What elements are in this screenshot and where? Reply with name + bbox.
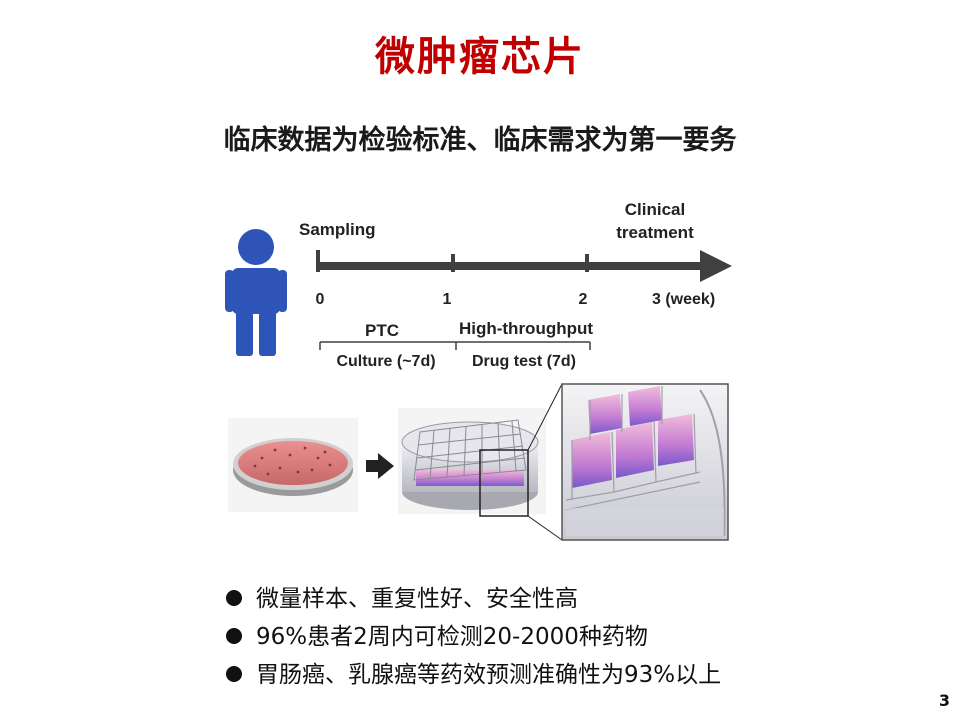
sampling-label: Sampling bbox=[299, 220, 376, 239]
bullet-dot-icon bbox=[226, 590, 242, 606]
drug-test-label: Drug test (7d) bbox=[472, 353, 576, 370]
bullet-dot-icon bbox=[226, 628, 242, 644]
bullet-text: 微量样本、重复性好、安全性高 bbox=[256, 586, 578, 612]
tick-label-2: 2 bbox=[579, 291, 588, 308]
phase-bracket bbox=[319, 341, 591, 350]
bullet-item: 微量样本、重复性好、安全性高 bbox=[226, 582, 721, 620]
page-number: 3 bbox=[938, 691, 950, 710]
bullet-dot-icon bbox=[226, 666, 242, 682]
bullet-list: 微量样本、重复性好、安全性高 96%患者2周内可检测20-2000种药物 胃肠癌… bbox=[226, 582, 721, 696]
petri-dish-image bbox=[228, 418, 358, 512]
tick-label-1: 1 bbox=[443, 291, 452, 308]
microchip-image bbox=[398, 383, 563, 541]
culture-label: Culture (~7d) bbox=[336, 353, 435, 370]
slide-subtitle: 临床数据为检验标准、临床需求为第一要务 bbox=[223, 125, 737, 156]
zoomed-wells-image bbox=[561, 383, 729, 541]
bullet-item: 96%患者2周内可检测20-2000种药物 bbox=[226, 620, 721, 658]
tick-label-0: 0 bbox=[316, 291, 325, 308]
person-icon bbox=[225, 229, 287, 356]
high-throughput-label: High-throughput bbox=[459, 319, 593, 338]
slide-title: 微肿瘤芯片 bbox=[375, 34, 585, 80]
right-arrow-icon bbox=[366, 453, 394, 479]
ptc-label: PTC bbox=[365, 321, 399, 340]
clinical-label: Clinical bbox=[625, 200, 685, 219]
bullet-item: 胃肠癌、乳腺癌等药效预测准确性为93%以上 bbox=[226, 658, 721, 696]
tick-label-3: 3 (week) bbox=[652, 291, 715, 308]
bullet-text: 96%患者2周内可检测20-2000种药物 bbox=[256, 624, 648, 650]
timeline-arrow bbox=[316, 250, 732, 282]
treatment-label: treatment bbox=[616, 223, 694, 242]
bullet-text: 胃肠癌、乳腺癌等药效预测准确性为93%以上 bbox=[256, 662, 722, 688]
